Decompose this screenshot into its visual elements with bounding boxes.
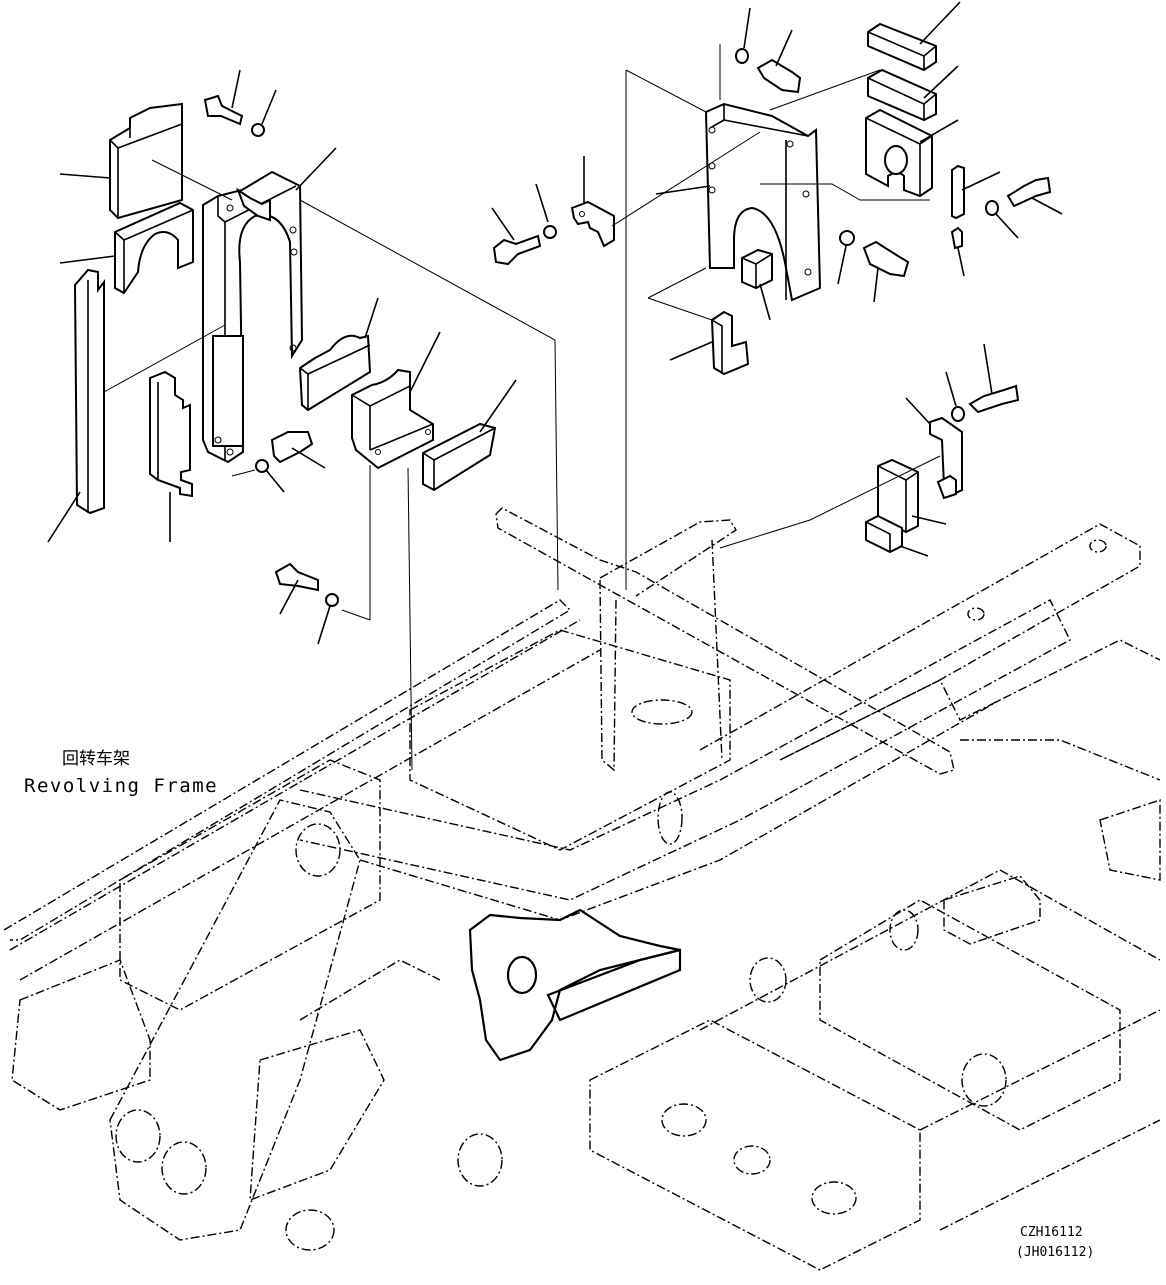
right-mid-bracket (929, 416, 963, 500)
left-angle-bracket (351, 368, 434, 470)
drawing-code: CZH16112 (1020, 1225, 1083, 1240)
left-notched-plate (149, 370, 193, 498)
right-spacer-stack (865, 22, 937, 198)
revolving-frame (3, 507, 1161, 1271)
left-long-bar (73, 268, 105, 515)
left-wedge-block (422, 422, 497, 492)
left-bracket-plate (202, 170, 304, 464)
right-thin-bar (950, 164, 965, 250)
left-saddle-piece (298, 334, 372, 412)
right-leader-lines (491, 1, 1063, 590)
right-l-block (710, 310, 750, 376)
right-hardware (492, 48, 1052, 422)
right-clip-bracket (570, 200, 615, 248)
right-rubber-blocks (865, 458, 919, 554)
frame-label-en: Revolving Frame (24, 775, 218, 797)
right-bracket-plate (704, 102, 822, 302)
left-top-block (109, 102, 183, 220)
frame-label-zh: 回转车架 (62, 749, 130, 769)
right-small-cube (741, 248, 773, 290)
left-leader-lines (47, 69, 559, 771)
left-arch-spacer (114, 201, 194, 295)
left-hardware (203, 94, 339, 607)
left-small-bracket (235, 187, 271, 222)
drawing-code-alt: (JH016112) (1016, 1245, 1094, 1260)
